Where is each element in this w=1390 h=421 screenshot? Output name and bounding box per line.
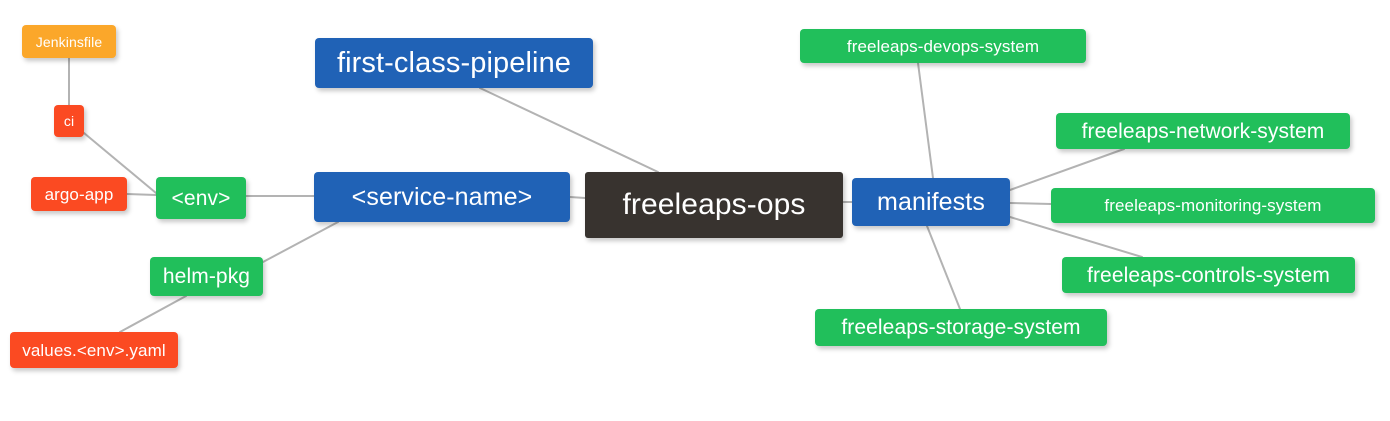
mindmap-node-freeleaps-monitoring-system[interactable]: freeleaps-monitoring-system — [1051, 188, 1375, 223]
edge-helm-pkg-to-values-env-yaml — [119, 295, 187, 333]
node-label: <env> — [171, 186, 231, 210]
node-label: argo-app — [44, 184, 114, 204]
node-label: freeleaps-monitoring-system — [1104, 196, 1322, 215]
node-label: first-class-pipeline — [336, 46, 572, 79]
edge-service-name-to-helm-pkg — [262, 221, 339, 263]
mindmap-node-freeleaps-controls-system[interactable]: freeleaps-controls-system — [1062, 257, 1355, 293]
mindmap-node-first-class-pipeline[interactable]: first-class-pipeline — [315, 38, 593, 88]
mindmap-node-helm-pkg[interactable]: helm-pkg — [150, 257, 263, 296]
edge-manifests-to-freeleaps-network-system — [1009, 148, 1125, 191]
mindmap-node-env[interactable]: <env> — [156, 177, 246, 219]
edge-manifests-to-freeleaps-devops-system — [917, 62, 934, 179]
node-label: values.<env>.yaml — [22, 340, 166, 360]
edge-service-name-to-freeleaps-ops — [569, 196, 586, 199]
node-label: <service-name> — [351, 182, 533, 211]
mindmap-node-service-name[interactable]: <service-name> — [314, 172, 570, 222]
mindmap-node-ci[interactable]: ci — [54, 105, 84, 137]
node-label: helm-pkg — [162, 265, 251, 288]
mindmap-node-argo-app[interactable]: argo-app — [31, 177, 127, 211]
mindmap-node-freeleaps-devops-system[interactable]: freeleaps-devops-system — [800, 29, 1086, 63]
edge-manifests-to-freeleaps-storage-system — [926, 225, 961, 310]
mindmap-node-freeleaps-ops[interactable]: freeleaps-ops — [585, 172, 843, 238]
node-label: freeleaps-storage-system — [841, 316, 1081, 339]
node-label: manifests — [877, 187, 985, 216]
node-label: ci — [63, 113, 75, 129]
node-label: freeleaps-devops-system — [846, 36, 1040, 56]
mindmap-node-freeleaps-storage-system[interactable]: freeleaps-storage-system — [815, 309, 1107, 346]
node-label: Jenkinsfile — [35, 33, 103, 50]
edge-manifests-to-freeleaps-monitoring-system — [1009, 202, 1052, 205]
mindmap-node-manifests[interactable]: manifests — [852, 178, 1010, 226]
node-label: freeleaps-network-system — [1081, 119, 1325, 143]
mindmap-node-freeleaps-network-system[interactable]: freeleaps-network-system — [1056, 113, 1350, 149]
node-label: freeleaps-ops — [622, 188, 806, 221]
mindmap-node-values-env-yaml[interactable]: values.<env>.yaml — [10, 332, 178, 368]
node-label: freeleaps-controls-system — [1087, 263, 1330, 287]
edge-manifests-to-freeleaps-controls-system — [1009, 216, 1143, 258]
edge-first-class-pipeline-to-freeleaps-ops — [479, 87, 659, 173]
edge-argo-app-to-env — [126, 193, 157, 196]
mindmap-node-jenkinsfile[interactable]: Jenkinsfile — [22, 25, 116, 58]
